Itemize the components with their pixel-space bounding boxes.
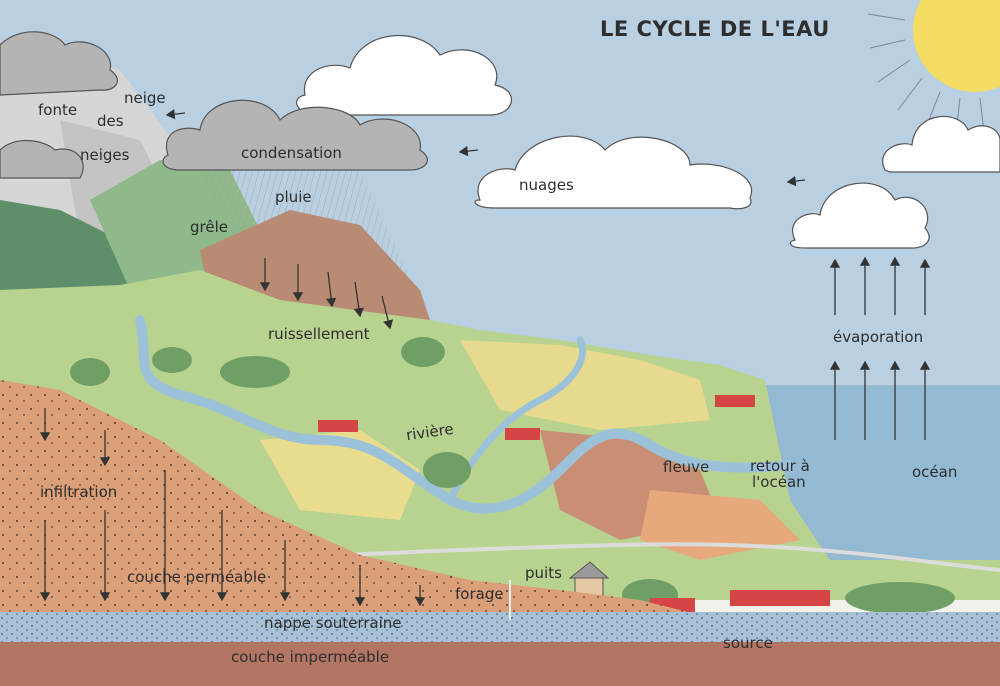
label-nuages: nuages <box>519 176 574 194</box>
label-nappe: nappe souterraine <box>264 614 402 632</box>
label-fleuve: fleuve <box>663 458 709 476</box>
runoff-arrows <box>259 258 394 330</box>
tree-clumps <box>70 337 955 614</box>
label-couche-permeable: couche perméable <box>127 568 266 586</box>
label-forage: forage <box>455 585 504 603</box>
cloud-grey-left <box>0 31 118 179</box>
ocean-area <box>760 385 1000 560</box>
evaporation-arrows <box>829 256 931 440</box>
label-puits: puits <box>525 564 562 582</box>
label-pluie: pluie <box>275 188 312 206</box>
cloud-white-evaporation <box>789 182 930 249</box>
label-neiges: neiges <box>80 146 130 164</box>
wind-arrows <box>165 108 806 187</box>
cloud-white-nuages <box>474 135 753 210</box>
label-infiltration: infiltration <box>40 483 117 501</box>
cloud-grey-condensation <box>162 99 428 171</box>
label-source: source <box>723 634 773 652</box>
diagram-title: LE CYCLE DE L'EAU <box>600 17 830 41</box>
label-des: des <box>97 112 124 130</box>
impermeable-layer <box>0 642 1000 686</box>
cloud-white-right <box>882 115 1000 173</box>
mountain-forest <box>0 200 140 310</box>
label-grele: grêle <box>190 218 228 236</box>
label-evaporation: évaporation <box>833 328 923 346</box>
label-condensation: condensation <box>241 144 342 162</box>
label-retour-2: l'océan <box>752 473 806 491</box>
label-ocean: océan <box>912 463 957 481</box>
label-couche-impermeable: couche imperméable <box>231 648 389 666</box>
village-houses <box>318 395 830 612</box>
label-retour-1: retour à <box>750 457 810 475</box>
aquifer-dots <box>0 612 1000 642</box>
label-neige: neige <box>124 89 166 107</box>
label-fonte: fonte <box>38 101 77 119</box>
sun-icon <box>867 0 1000 141</box>
permeable-layer-dots <box>0 380 700 615</box>
label-ruissellement: ruissellement <box>268 325 370 343</box>
infiltration-arrows <box>39 410 426 607</box>
